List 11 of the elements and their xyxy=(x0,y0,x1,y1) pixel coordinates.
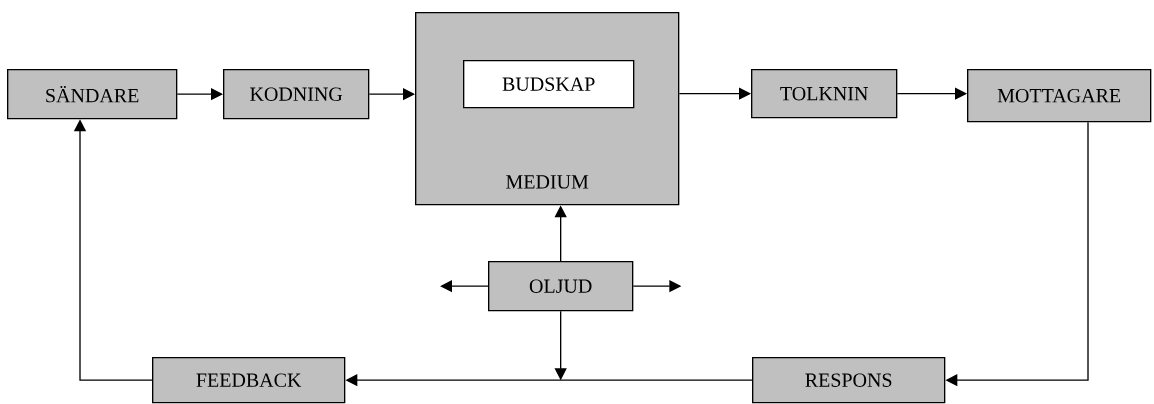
process-box: FEEDBACK xyxy=(152,357,346,404)
arrow xyxy=(678,87,751,100)
process-box: MOTTAGARE xyxy=(967,69,1152,123)
process-box: TOLKNIN xyxy=(751,69,898,119)
process-box: BUDSKAP xyxy=(463,60,635,109)
arrow xyxy=(440,280,489,293)
process-box: OLJUD xyxy=(488,261,634,312)
process-box: RESPONS xyxy=(752,357,946,404)
process-box: KODNING xyxy=(223,69,370,120)
arrow xyxy=(896,87,967,100)
process-box: SÄNDARE xyxy=(7,69,178,120)
